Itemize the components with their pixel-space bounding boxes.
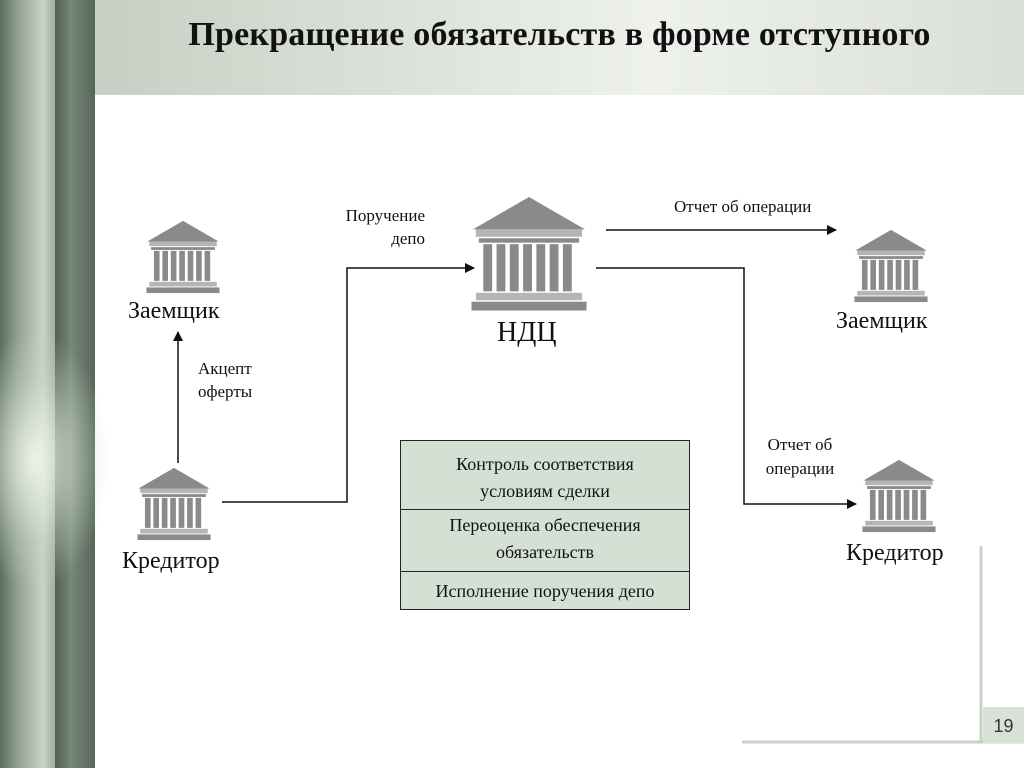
- creditor-right-building-icon: [862, 459, 936, 533]
- ndc-label: НДЦ: [497, 317, 557, 348]
- report-right-label-line2: операции: [765, 459, 835, 478]
- control-row1-line1: Контроль соответствия: [456, 454, 634, 474]
- control-divider-2: [401, 571, 689, 572]
- control-row1-line2: условиям сделки: [480, 481, 610, 501]
- borrower-right-building-icon: [854, 229, 928, 303]
- report-top-label: Отчет об операции: [674, 197, 812, 216]
- borrower-left-building-icon: [146, 220, 220, 294]
- borrower-left-label: Заемщик: [128, 298, 220, 324]
- control-row2-line2: обязательств: [495, 542, 595, 562]
- offer-acceptance-label-line2: оферты: [198, 382, 253, 401]
- depo-order-label-line1: Поручение: [345, 206, 425, 225]
- ndc-building-icon: [471, 196, 587, 311]
- page-number: 19: [983, 707, 1024, 743]
- report-to-creditor-arrow: [596, 267, 857, 509]
- control-box: Контроль соответствия условиям сделки Пе…: [400, 440, 690, 610]
- creditor-left-building-icon: [137, 467, 211, 541]
- control-row2-line1: Переоценка обеспечения: [449, 515, 641, 535]
- creditor-right-label: Кредитор: [846, 540, 944, 566]
- title-banner: [95, 0, 1024, 95]
- report-right-label-line1: Отчет об: [767, 435, 833, 454]
- control-row3: Исполнение поручения депо: [435, 581, 655, 601]
- borrower-right-label: Заемщик: [836, 308, 928, 334]
- depo-order-label-line2: депо: [391, 229, 425, 248]
- left-decorative-bar: [0, 0, 110, 768]
- slide-title: Прекращение обязательств в форме отступн…: [188, 16, 931, 53]
- control-divider-1: [401, 509, 689, 510]
- depo-order-arrow: [222, 263, 475, 503]
- creditor-left-label: Кредитор: [122, 548, 220, 574]
- offer-acceptance-label-line1: Акцепт: [198, 359, 252, 378]
